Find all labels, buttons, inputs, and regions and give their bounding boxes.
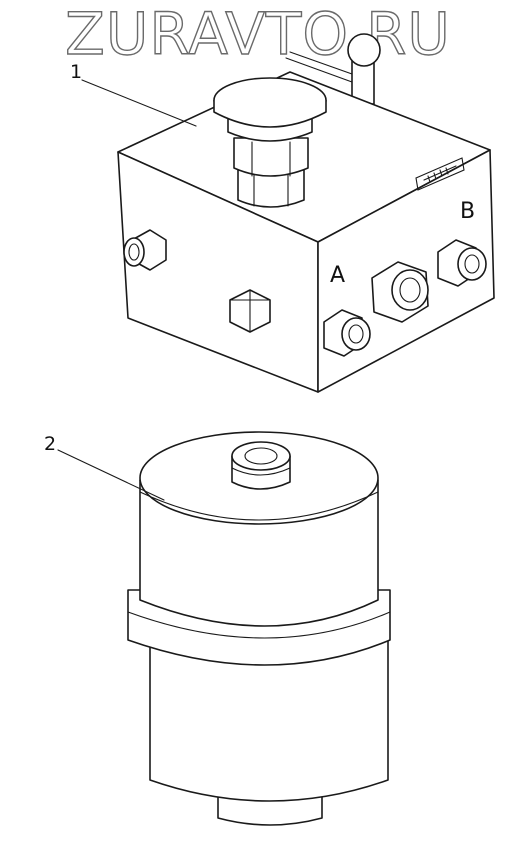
port-a-fitting bbox=[323, 309, 371, 357]
push-button bbox=[213, 77, 327, 208]
nameplate bbox=[415, 157, 465, 191]
left-fitting bbox=[123, 229, 167, 271]
valve-block: A B bbox=[117, 33, 495, 393]
port-label-a: A bbox=[330, 263, 345, 288]
hex-plug bbox=[229, 289, 271, 333]
callout-leader-2 bbox=[57, 449, 165, 501]
callout-leader-1 bbox=[81, 79, 197, 127]
lever-handle bbox=[285, 33, 381, 105]
port-b-fitting bbox=[437, 239, 487, 287]
callout-label-2: 2 bbox=[44, 433, 56, 455]
center-fitting bbox=[371, 261, 429, 323]
watermark-text: ZURAVTO.RU bbox=[65, 0, 451, 68]
filter-canister bbox=[127, 431, 391, 826]
port-label-b: B bbox=[460, 199, 475, 224]
callout-label-1: 1 bbox=[70, 61, 82, 83]
